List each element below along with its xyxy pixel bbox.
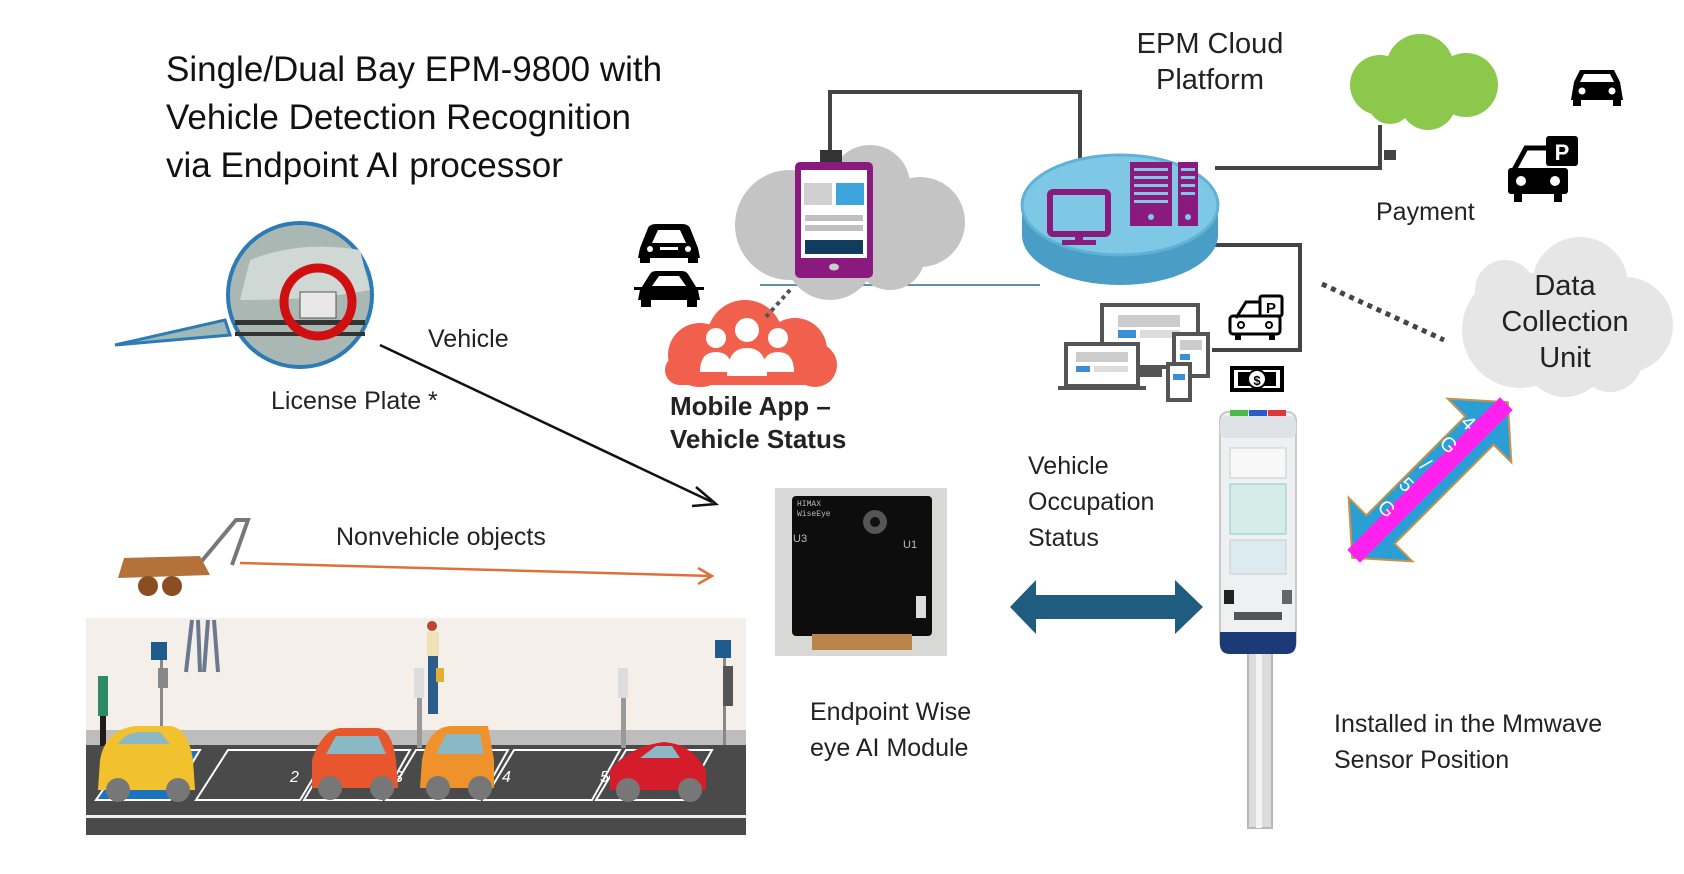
ai-module-line-2: eye AI Module <box>810 734 969 762</box>
car-front-icon-2 <box>634 271 704 307</box>
installed-position-label: Installed in the Mmwave Sensor Position <box>1334 706 1602 778</box>
cart-icon <box>118 518 251 596</box>
bay-number-5: 5 <box>600 769 609 786</box>
title-line-2: Vehicle Detection Recognition <box>166 98 632 137</box>
bay-number-4: 4 <box>502 769 511 786</box>
data-collection-label: Data Collection Unit <box>1480 268 1650 376</box>
phone-icon <box>795 150 873 278</box>
svg-text:P: P <box>1266 300 1276 317</box>
chip-label-u1: U1 <box>903 539 917 551</box>
ai-module-line-1: Endpoint Wise <box>810 698 972 726</box>
installed-line-2: Sensor Position <box>1334 746 1510 774</box>
parking-car-icon: P <box>1508 136 1578 202</box>
occupation-line-3: Status <box>1028 524 1099 552</box>
svg-text:$: $ <box>1253 373 1261 388</box>
bay-number-2: 2 <box>289 769 299 786</box>
chip-label-2: WiseEye <box>797 510 831 519</box>
mobile-app-label: Mobile App – Vehicle Status <box>670 390 846 456</box>
bay-number-3: 3 <box>394 769 403 786</box>
cloud-platform-line-2: Platform <box>1156 64 1264 96</box>
data-collection-line-2: Collection <box>1501 306 1629 338</box>
cloud-platform-icon <box>1020 153 1220 285</box>
nonvehicle-arrow <box>239 561 715 586</box>
data-collection-cloud-icon <box>1462 237 1673 397</box>
network-arrow-icon <box>1347 397 1513 563</box>
parking-car-outline-icon: P <box>1228 294 1284 340</box>
svg-text:P: P <box>1555 140 1570 165</box>
connector-platform-to-payment <box>1215 125 1382 170</box>
occupation-status-label: Vehicle Occupation Status <box>1028 448 1154 556</box>
orange-red-car <box>312 728 398 800</box>
vehicle-label: Vehicle <box>428 325 509 353</box>
chip-label-u3: U3 <box>793 533 807 545</box>
occupation-double-arrow <box>1010 580 1203 634</box>
installed-line-1: Installed in the Mmwave <box>1334 710 1603 738</box>
data-collection-line-1: Data <box>1534 270 1596 302</box>
sensor-post-3 <box>621 668 626 748</box>
chip-label-1: HIMAX <box>797 500 821 509</box>
network-char-g2: G <box>1372 495 1400 523</box>
cloud-platform-line-1: EPM Cloud <box>1136 28 1284 60</box>
occupation-line-1: Vehicle <box>1028 452 1109 480</box>
cloud-platform-label: EPM Cloud Platform <box>1110 26 1310 98</box>
data-collection-line-3: Unit <box>1539 342 1591 374</box>
network-char-4: 4 <box>1456 411 1480 435</box>
car-front-icon <box>638 224 700 263</box>
network-char-slash: / <box>1415 455 1435 475</box>
dotted-connector-mobile <box>763 288 792 320</box>
mobile-app-line-1: Mobile App – <box>670 391 831 421</box>
money-icon: $ <box>1230 366 1284 392</box>
epm-9800-kiosk-image <box>1219 410 1297 829</box>
license-plate-callout <box>114 221 374 369</box>
payment-cloud-icon <box>1350 34 1498 130</box>
payment-port-icon <box>1384 150 1396 160</box>
title-line-3: via Endpoint AI processor <box>166 146 563 185</box>
connector-phone-to-platform <box>828 90 1082 168</box>
network-char-g1: G <box>1434 431 1462 459</box>
connector-lines <box>828 90 1382 352</box>
diagram-title: Single/Dual Bay EPM-9800 with Vehicle De… <box>166 46 662 190</box>
vehicle-arrow <box>379 343 720 508</box>
nonvehicle-label: Nonvehicle objects <box>336 523 546 551</box>
connector-platform-to-devices <box>1212 243 1302 352</box>
devices-icon <box>1058 303 1210 402</box>
mobile-app-cloud-icon <box>665 300 837 387</box>
dotted-connector-data <box>1320 281 1446 343</box>
network-char-5: 5 <box>1394 473 1418 497</box>
title-line-1: Single/Dual Bay EPM-9800 with <box>166 50 663 89</box>
sensor-post-2 <box>417 668 422 748</box>
orange-car <box>420 726 494 800</box>
network-arrow-label: 4 G / 5 G <box>1340 390 1520 570</box>
yellow-car <box>98 726 195 802</box>
payment-label: Payment <box>1376 198 1475 226</box>
red-sports-car <box>610 742 706 802</box>
ai-module-label: Endpoint Wise eye AI Module <box>810 694 971 766</box>
car-icon <box>1571 70 1623 106</box>
ai-module-chip-image: HIMAX WiseEye U3 U1 <box>775 488 947 656</box>
mobile-app-line-2: Vehicle Status <box>670 424 847 454</box>
license-plate-label: License Plate * <box>271 387 438 415</box>
parking-scene: 2 3 4 5 <box>86 618 746 835</box>
occupation-line-2: Occupation <box>1028 488 1155 516</box>
